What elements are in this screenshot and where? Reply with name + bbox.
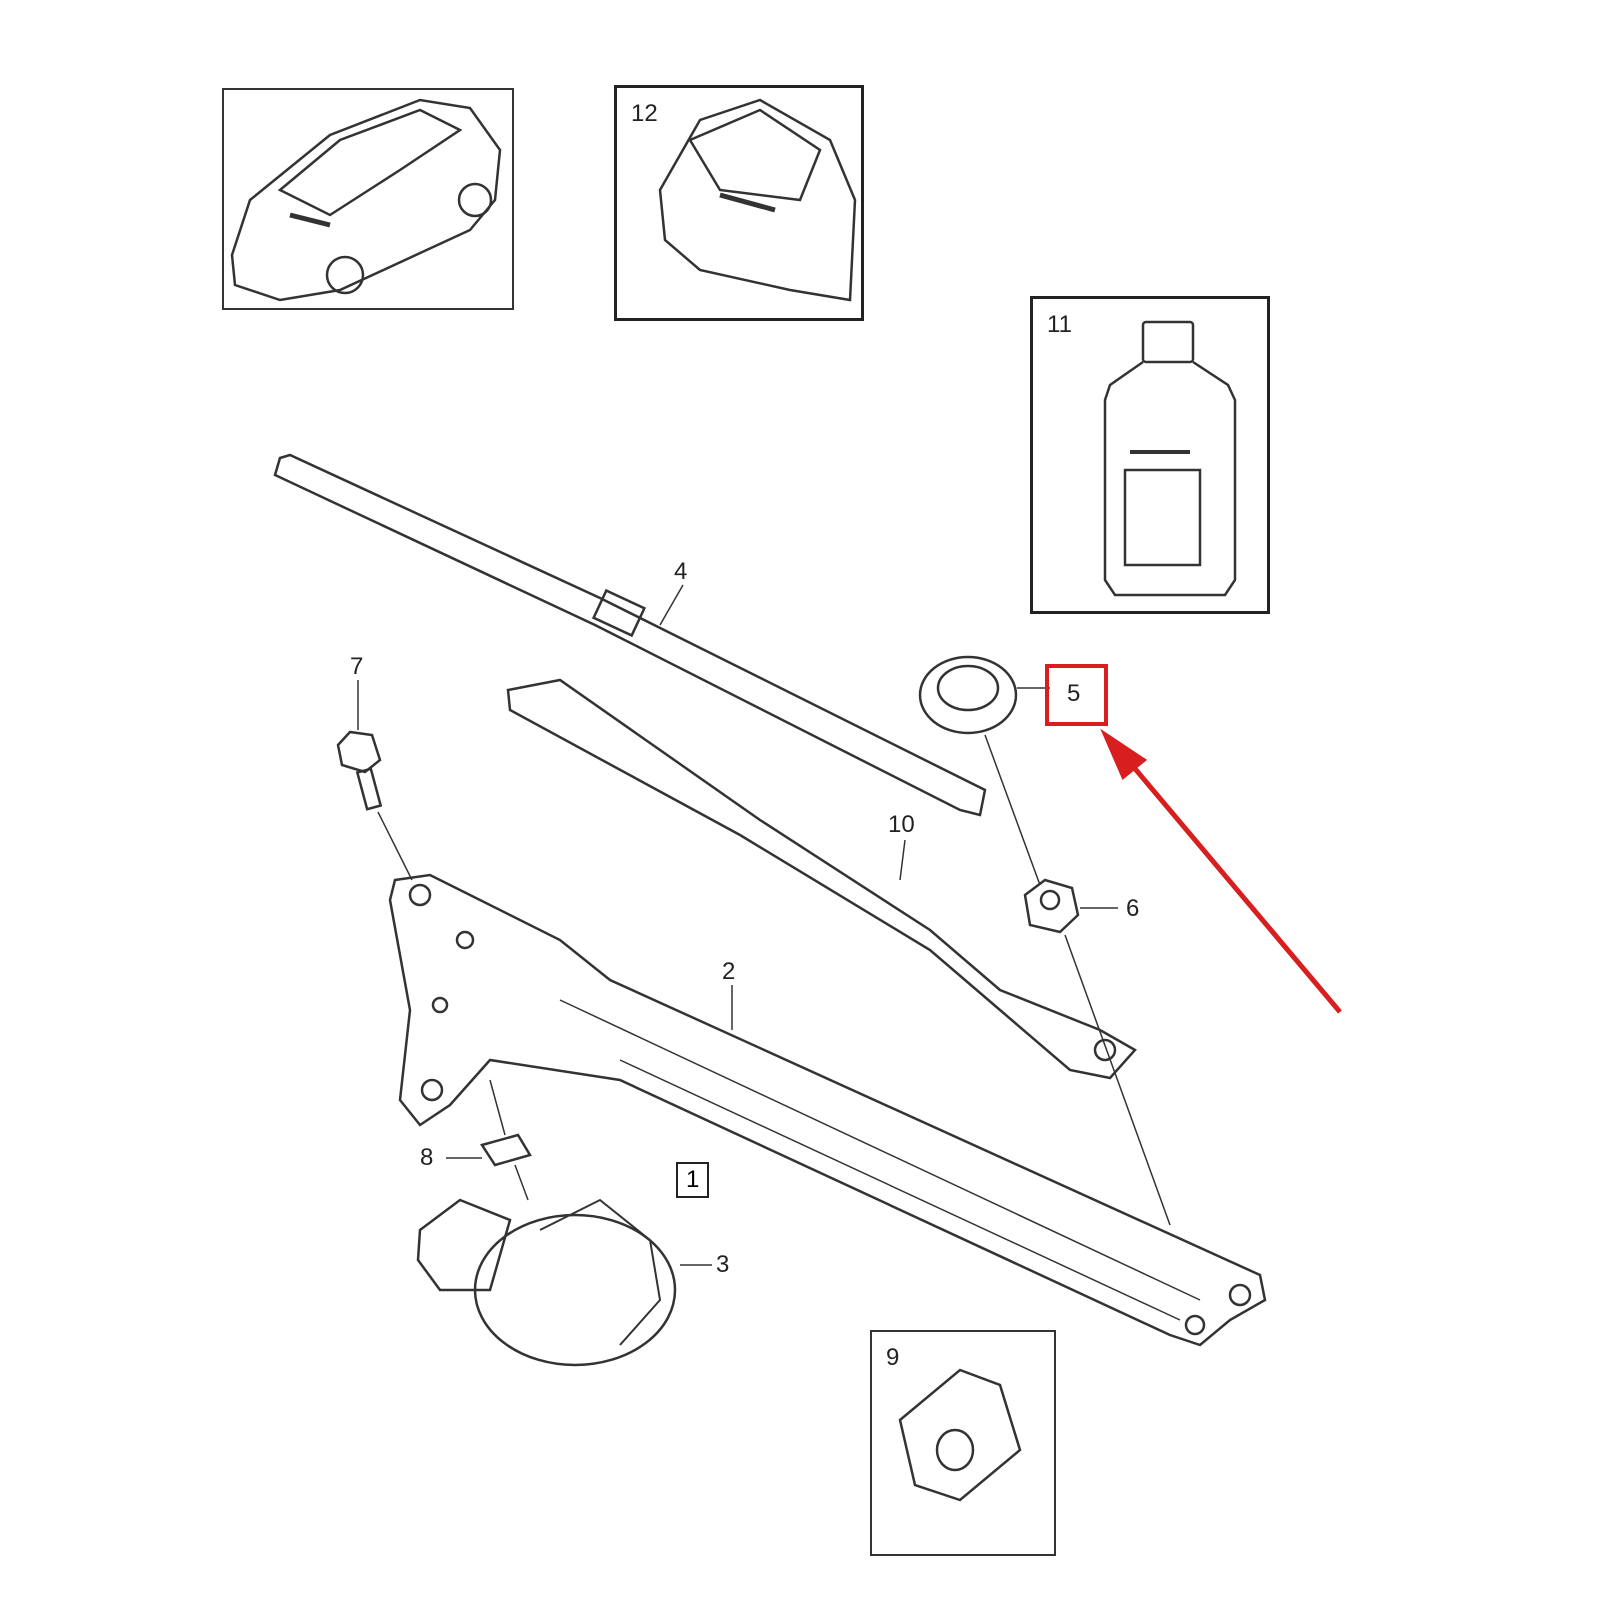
part-label-1: 1 [676,1162,710,1198]
front-view-inset: 12 [614,85,864,321]
part-label-3: 3 [716,1251,730,1278]
car-overview-inset [222,88,514,310]
part-label-5: 5 [1067,680,1081,707]
bolt-drawing [336,680,413,881]
car-drawing [230,98,502,302]
part-label-6: 6 [1126,895,1140,922]
highlight-arrow [1100,728,1342,1014]
nut-drawing [1023,878,1171,1226]
linkage-drawing [388,873,1267,1347]
bushing-drawing [898,1368,1022,1502]
highlighted-part-box: 5 [1045,664,1108,726]
cap-drawing [918,655,1050,886]
wiper-blade-drawing [273,453,987,817]
part-label-12: 12 [631,100,658,127]
clip-drawing [446,1079,532,1201]
part-label-8: 8 [420,1144,434,1171]
part-label-7: 7 [350,653,364,680]
washer-fluid-inset: 11 [1030,296,1270,614]
part-label-11: 11 [1047,311,1072,338]
front-car-drawing [658,98,857,302]
bottle-drawing [1103,320,1237,597]
part-label-9: 9 [886,1344,900,1371]
part-label-4: 4 [674,558,688,585]
part-label-2: 2 [722,958,736,985]
wiper-arm-drawing [506,678,1137,1080]
bushing-inset: 9 [870,1330,1056,1556]
motor-drawing [416,1198,712,1367]
part-label-10: 10 [888,811,915,838]
